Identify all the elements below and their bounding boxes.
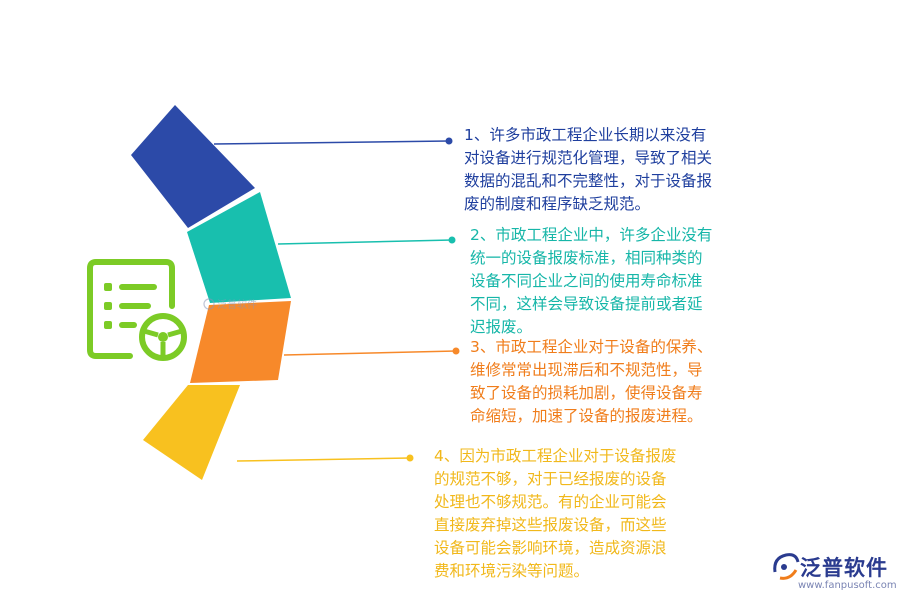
brand-url: www.fanpusoft.com bbox=[798, 580, 897, 591]
brand-name: 泛普软件 bbox=[800, 556, 888, 580]
segment-1-block bbox=[131, 105, 255, 228]
connector-4 bbox=[236, 454, 414, 462]
item-2-line: 2、市政工程企业中，许多企业没有 bbox=[470, 226, 713, 244]
item-1-line: 废的制度和程序缺乏规范。 bbox=[464, 195, 651, 213]
segment-4-block bbox=[143, 385, 240, 480]
item-3-line: 致了设备的损耗加剧，使得设备寿 bbox=[470, 384, 703, 402]
item-2-line: 不同，这样会导致设备提前或者延 bbox=[470, 295, 703, 313]
brand-logo: 泛普软件 www.fanpusoft.com bbox=[770, 548, 897, 598]
segment-2-block bbox=[187, 192, 291, 303]
item-1-line: 1、许多市政工程企业长期以来没有 bbox=[464, 126, 707, 144]
item-4-line: 处理也不够规范。有的企业可能会 bbox=[434, 493, 667, 511]
brand-mark-icon bbox=[773, 553, 800, 580]
item-4-text: 4、因为市政工程企业对于设备报废的规范不够，对于已经报废的设备处理也不够规范。有… bbox=[434, 445, 676, 583]
watermark-logo: 泛普软件 bbox=[203, 298, 257, 311]
item-1-text: 1、许多市政工程企业长期以来没有对设备进行规范化管理，导致了相关数据的混乱和不完… bbox=[464, 124, 712, 216]
connector-1 bbox=[213, 137, 453, 145]
item-4-line: 费和环境污染等问题。 bbox=[434, 562, 590, 580]
item-4-line: 4、因为市政工程企业对于设备报废 bbox=[434, 447, 677, 465]
item-4-line: 直接废弃掉这些报废设备，而这些 bbox=[434, 516, 667, 534]
item-1-line: 对设备进行规范化管理，导致了相关 bbox=[464, 149, 713, 167]
item-4-line: 设备可能会影响环境，造成资源浪 bbox=[434, 539, 667, 557]
item-1-line: 数据的混乱和不完整性，对于设备报 bbox=[464, 172, 713, 190]
item-3-line: 命缩短，加速了设备的报废进程。 bbox=[470, 407, 703, 425]
item-3-line: 维修常常出现滞后和不规范性，导 bbox=[470, 361, 703, 379]
document-steering-wheel-icon bbox=[87, 259, 187, 361]
item-2-text: 2、市政工程企业中，许多企业没有统一的设备报废标准，相同种类的设备不同企业之间的… bbox=[470, 224, 712, 339]
item-2-line: 统一的设备报废标准，相同种类的 bbox=[470, 249, 703, 267]
svg-text:泛普软件: 泛普软件 bbox=[217, 298, 257, 311]
connector-3 bbox=[283, 347, 460, 356]
segment-3-block bbox=[190, 301, 291, 383]
item-2-line: 设备不同企业之间的使用寿命标准 bbox=[470, 272, 703, 290]
item-3-text: 3、市政工程企业对于设备的保养、维修常常出现滞后和不规范性，导致了设备的损耗加剧… bbox=[470, 336, 712, 428]
connector-2 bbox=[277, 236, 456, 245]
item-4-line: 的规范不够，对于已经报废的设备 bbox=[434, 470, 667, 488]
item-3-line: 3、市政工程企业对于设备的保养、 bbox=[470, 338, 713, 356]
item-2-line: 迟报废。 bbox=[470, 318, 533, 336]
